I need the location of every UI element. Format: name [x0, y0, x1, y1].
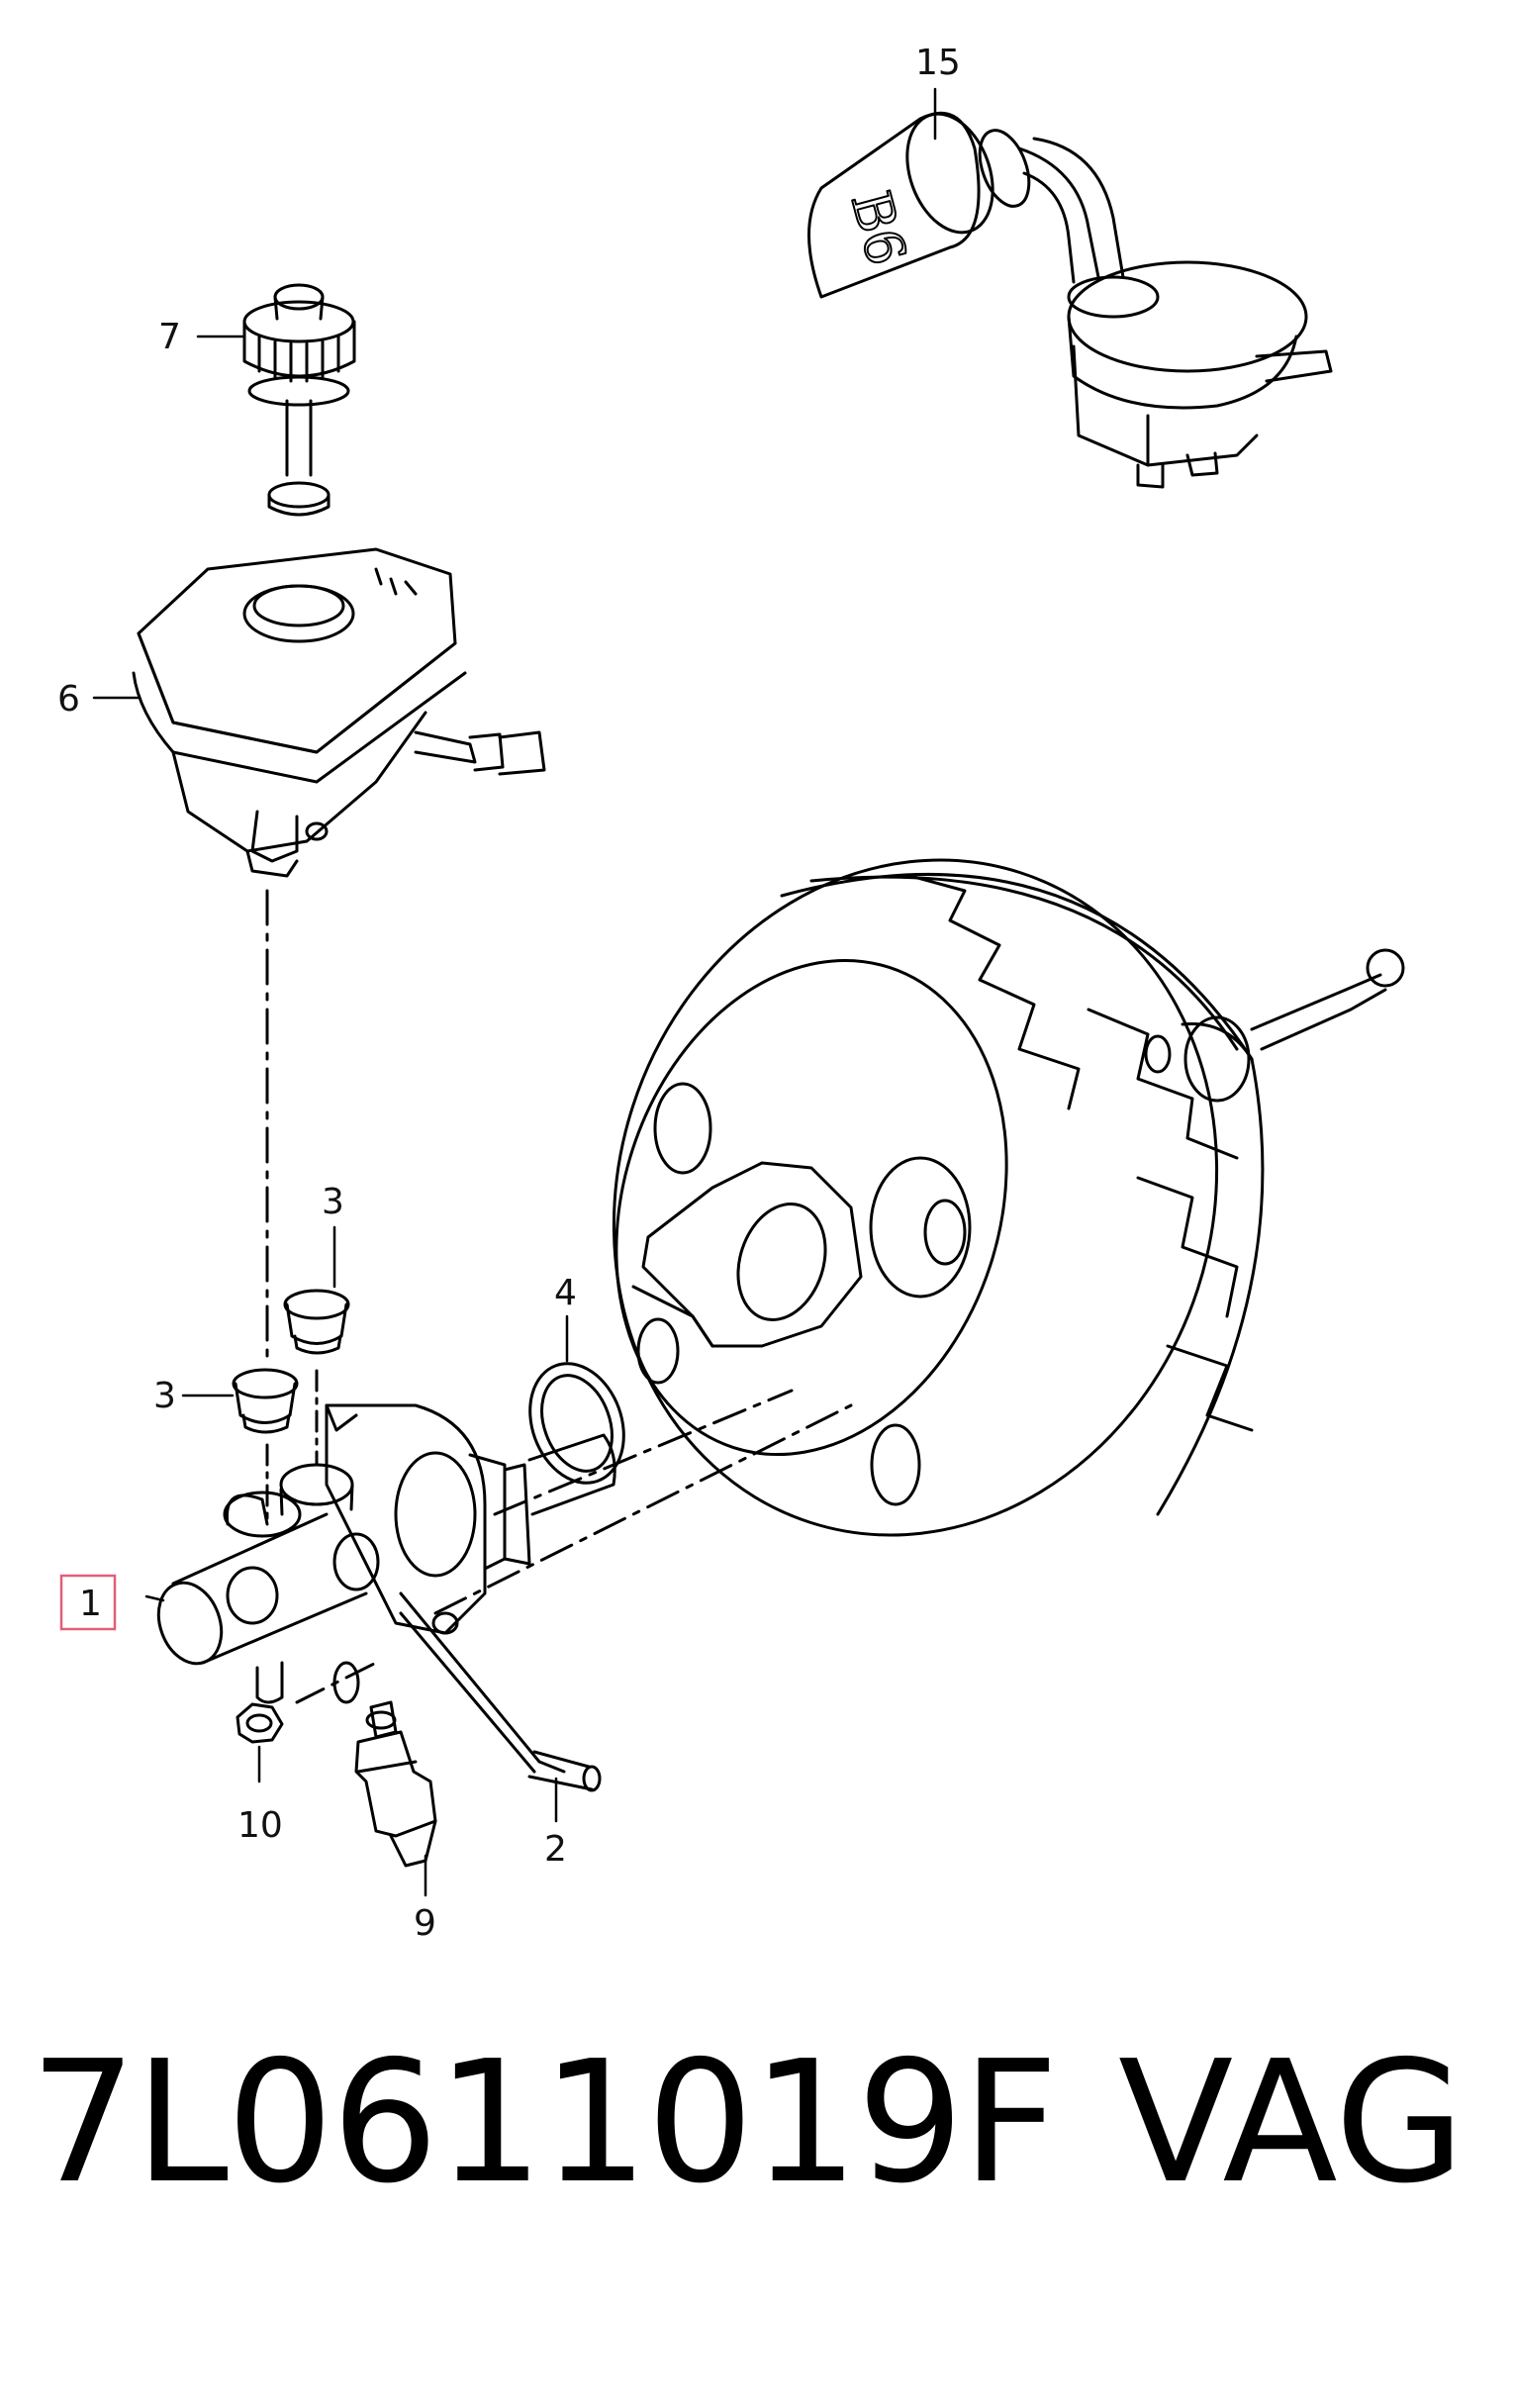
brand-name: VAG [1118, 2025, 1466, 2221]
o-ring-part-4 [528, 1362, 625, 1485]
alignment-line-seal [265, 1369, 319, 1526]
nut-part-10 [236, 1702, 284, 1744]
alignment-line-upper [493, 1389, 794, 1516]
seal-part-3-lower [232, 1368, 299, 1434]
alignment-line-bottom [295, 1661, 378, 1704]
alignment-line-lower [433, 1403, 853, 1615]
seal-part-3-upper [283, 1289, 350, 1355]
pin-part-2 [399, 1591, 602, 1792]
brake-booster [612, 858, 1405, 1537]
callout-1-highlight-box [59, 1574, 117, 1631]
callout-3-lower: 3 [153, 1376, 176, 1416]
part-number: 7L0611019F [30, 2025, 1059, 2221]
callout-7: 7 [158, 317, 181, 357]
callout-1: 1 [79, 1584, 102, 1624]
master-cylinder-part-1 [156, 1403, 616, 1704]
callout-4: 4 [554, 1273, 577, 1313]
switch-part-9 [354, 1700, 437, 1868]
callout-2: 2 [544, 1829, 567, 1870]
brake-fluid-reservoir-part-6 [132, 547, 546, 878]
callout-3-upper: 3 [322, 1182, 344, 1222]
callout-15: 15 [915, 43, 961, 83]
sensor-assembly-part-15: B6 [807, 111, 1333, 489]
callout-10: 10 [237, 1805, 283, 1846]
callout-6: 6 [57, 679, 80, 720]
callout-9: 9 [414, 1903, 436, 1944]
reservoir-cap-part-7 [242, 283, 356, 517]
leader-lines [92, 87, 937, 1897]
